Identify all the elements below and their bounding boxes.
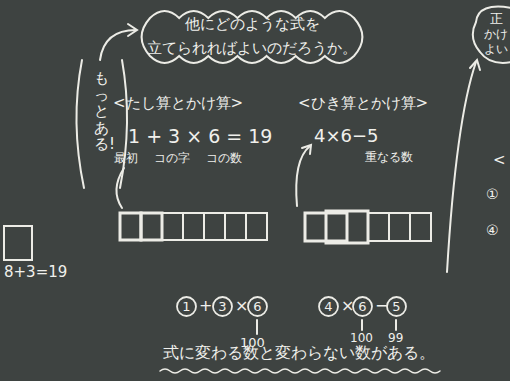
- circled-number: 6: [247, 296, 268, 317]
- square: [162, 213, 183, 240]
- square: [368, 213, 389, 241]
- circle-outline-shape: [213, 297, 232, 316]
- square: [326, 211, 368, 243]
- chalk-text: かけ: [484, 28, 508, 42]
- circled-digit: 5: [386, 296, 407, 317]
- question-text: 他にどのような式を 立てられればよいのだろうか。: [136, 4, 368, 68]
- circled-number: 1: [176, 296, 197, 317]
- square: [120, 213, 141, 240]
- arrow: [296, 146, 310, 206]
- chalk-text: 重なる数: [365, 151, 413, 165]
- square: [204, 213, 225, 240]
- chalk-text: <: [493, 152, 506, 169]
- chalk-text: ×: [235, 297, 248, 315]
- bracket: [76, 60, 84, 188]
- arrow-head: [128, 24, 137, 36]
- circle-outline-shape: [177, 297, 196, 316]
- square: [183, 213, 204, 240]
- circled-number: 4: [318, 296, 339, 317]
- square: [4, 226, 32, 260]
- chalk-text: 正: [490, 12, 503, 27]
- square: [410, 213, 431, 241]
- cloud-outline: [473, 7, 510, 63]
- circled-digit: 3: [212, 296, 233, 317]
- chalk-text: 4×6−5: [314, 126, 379, 147]
- arrow: [395, 320, 397, 330]
- circled-number: 6: [352, 296, 373, 317]
- arrow: [256, 320, 258, 334]
- vertical-note: もっとある!: [94, 70, 109, 153]
- chalk-text: ×: [341, 297, 354, 315]
- circled-digit: 6: [352, 296, 373, 317]
- wavy-underline: [160, 369, 440, 373]
- arrow-head: [470, 60, 480, 70]
- chalk-text: −: [375, 297, 388, 315]
- circle-outline-shape: [387, 297, 406, 316]
- arrow: [447, 62, 476, 272]
- cloud-outline: [136, 4, 368, 70]
- square: [225, 213, 246, 240]
- circle-outline-shape: [319, 297, 338, 316]
- circled-digit: 4: [318, 296, 339, 317]
- chalk-text: 最初: [114, 152, 138, 166]
- chalk-text: 8+3=19: [4, 264, 67, 281]
- circle-outline-shape: [353, 297, 372, 316]
- chalk-text: 1 + 3 × 6 = 19: [128, 126, 272, 148]
- chalk-text: 式に変わる数と変わらない数がある。: [163, 344, 435, 362]
- square: [246, 213, 267, 240]
- square: [141, 213, 162, 240]
- chalk-text: ①: [486, 186, 499, 202]
- square: [389, 213, 410, 241]
- chalk-text: よい: [484, 43, 508, 57]
- circled-digit: 6: [247, 296, 268, 317]
- chalk-text: コの字: [154, 152, 190, 166]
- chalk-text: <たし算とかけ算>: [113, 95, 243, 112]
- arrow-head: [302, 145, 311, 154]
- question-cloud: 他にどのような式を 立てられればよいのだろうか。: [136, 4, 368, 70]
- chalk-text: <ひき算とかけ算>: [298, 95, 428, 112]
- circle-outline-shape: [248, 297, 267, 316]
- circled-number: 5: [386, 296, 407, 317]
- chalk-text: +: [199, 297, 212, 315]
- chalk-text: ④: [486, 222, 499, 238]
- circled-number: 3: [212, 296, 233, 317]
- arrow: [116, 168, 124, 208]
- circled-digit: 1: [176, 296, 197, 317]
- chalk-text: コの数: [206, 152, 242, 166]
- arrow: [361, 320, 363, 330]
